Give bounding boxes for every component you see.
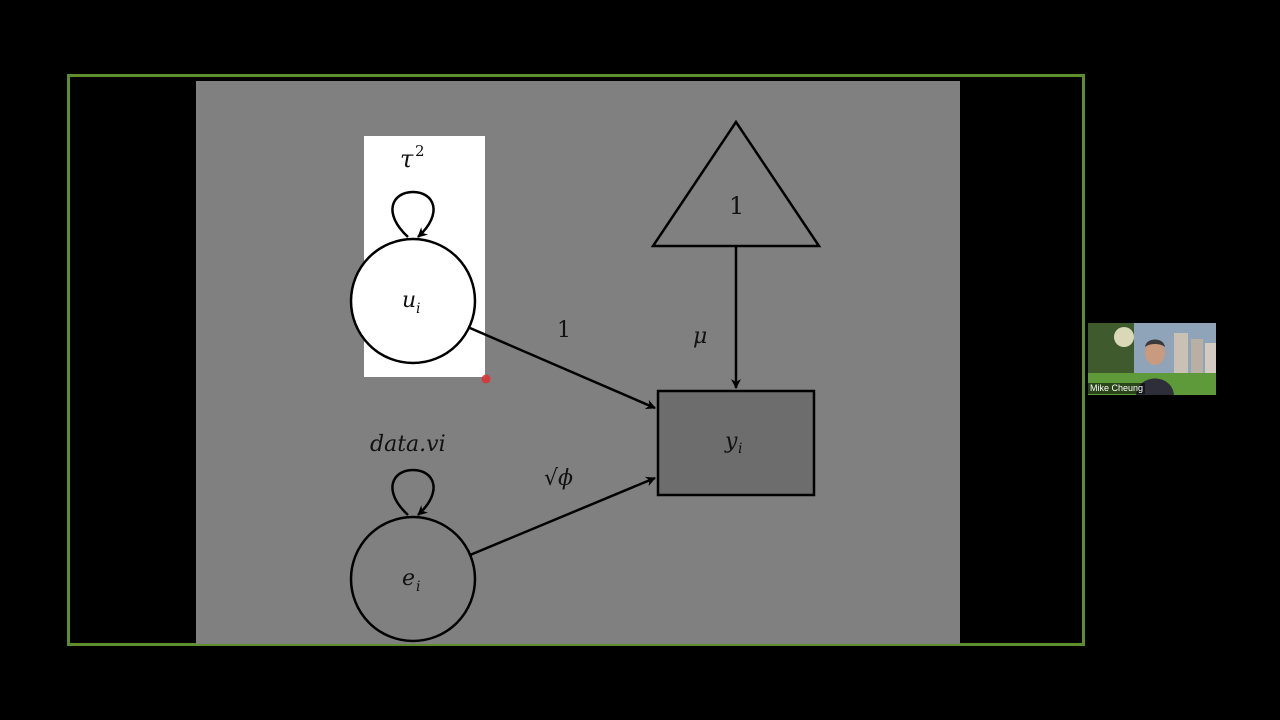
y-observed-rect bbox=[656, 389, 816, 497]
tau-exponent: 2 bbox=[415, 142, 425, 160]
sqrt-phi-label: √ϕ bbox=[544, 466, 573, 491]
participant-name-tag: Mike Cheung bbox=[1088, 383, 1146, 394]
screen-share-frame: τ 2 u i data.vi e i 1 μ y i bbox=[67, 74, 1085, 646]
u-label: u bbox=[402, 288, 416, 313]
e-to-y-arrow bbox=[469, 476, 656, 557]
u-latent-circle bbox=[349, 237, 477, 365]
slide: τ 2 u i data.vi e i 1 μ y i bbox=[196, 81, 960, 644]
e-latent-circle bbox=[349, 515, 477, 643]
y-subscript: i bbox=[738, 441, 742, 457]
e-subscript: i bbox=[416, 579, 420, 595]
path-diagram: τ 2 u i data.vi e i 1 μ y i bbox=[349, 119, 822, 643]
tau-label: τ bbox=[400, 145, 414, 173]
y-label: y bbox=[724, 429, 738, 454]
laser-pointer bbox=[481, 374, 491, 384]
e-variance-loop bbox=[391, 468, 435, 516]
u-to-y-arrow bbox=[469, 326, 656, 410]
data-vi-label: data.vi bbox=[370, 432, 446, 457]
e-label: e bbox=[402, 566, 415, 591]
triangle-label: 1 bbox=[729, 192, 744, 220]
participant-video-tile[interactable]: Mike Cheung bbox=[1088, 323, 1216, 395]
u-variance-loop bbox=[391, 190, 435, 238]
u-subscript: i bbox=[416, 301, 420, 317]
u-path-label: 1 bbox=[557, 318, 571, 343]
mu-label: μ bbox=[693, 324, 707, 349]
constant-triangle bbox=[650, 119, 822, 248]
